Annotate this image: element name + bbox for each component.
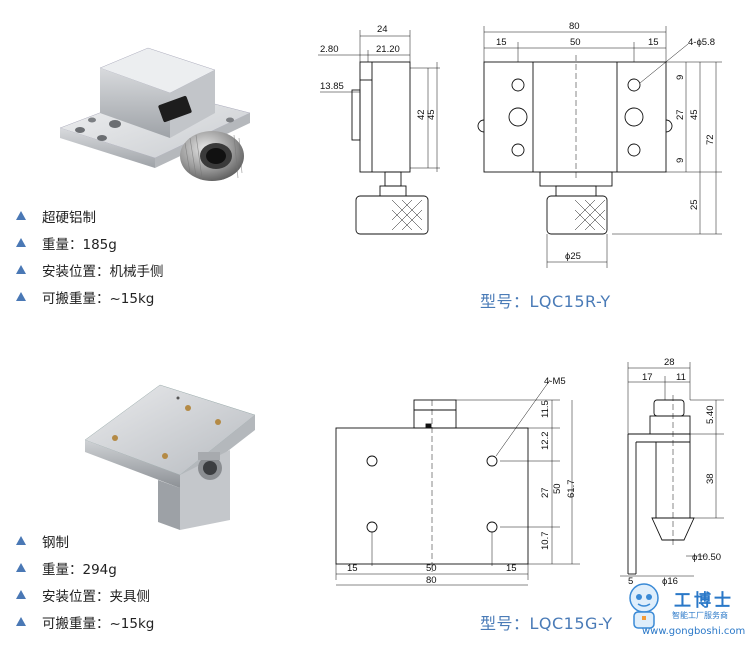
dim-5: 5 (628, 576, 633, 587)
dim-15b: 15 (506, 563, 517, 574)
hole-callout-m5: 4-M5 (544, 376, 566, 387)
spec-item: 安装位置：机械手侧 (16, 256, 164, 283)
dim-80: 80 (426, 575, 437, 586)
watermark-tagline: 智能工厂服务商 (672, 611, 728, 620)
dim-45f: 45 (689, 109, 700, 120)
steel-changer-illustration (84, 384, 256, 530)
spec-label: 安装位置：机械手侧 (42, 263, 164, 280)
dim-11: 11 (676, 372, 686, 383)
dim-617: 61.7 (566, 480, 577, 499)
spec-item: 安装位置：夹具侧 (16, 581, 154, 608)
watermark-url: www.gongboshi.com (642, 626, 746, 637)
dim-280: 2.80 (320, 44, 339, 55)
watermark: 工博士 智能工厂服务商 www.gongboshi.com (620, 578, 755, 648)
dim-50v: 50 (552, 483, 563, 494)
triangle-bullet-icon (16, 210, 26, 220)
spec-list-lqc15r: 超硬铝制 重量：185g 安装位置：机械手侧 可搬重量：~15kg (16, 202, 164, 310)
dim-28: 28 (664, 357, 675, 368)
hole-callout: 4-ϕ5.8 (688, 37, 715, 48)
model-label-lqc15r: 型号：LQC15R-Y (480, 292, 611, 311)
dim-115: 11.5 (540, 400, 551, 418)
dim-24: 24 (377, 24, 388, 35)
spec-label: 安装位置：夹具侧 (42, 588, 150, 605)
dim-15b: 15 (648, 37, 659, 48)
spec-label: 可搬重量：~15kg (42, 615, 155, 632)
dim-9a: 9 (675, 75, 686, 80)
dim-540: 5.40 (705, 406, 716, 425)
dim-2120: 21.20 (376, 44, 400, 55)
dim-dia1050: ϕ10.50 (692, 552, 721, 563)
spec-label: 重量：294g (42, 561, 117, 578)
spec-label: 超硬铝制 (42, 209, 96, 226)
spec-item: 重量：185g (16, 229, 164, 256)
spec-label: 可搬重量：~15kg (42, 290, 155, 307)
spec-item: 可搬重量：~15kg (16, 608, 154, 635)
dim-9b: 9 (675, 158, 686, 163)
dim-1385: 13.85 (320, 81, 344, 92)
dim-17: 17 (642, 372, 653, 383)
drawing-lqc15r: 24 2.80 21.20 13.85 42 45 80 15 50 15 4-… (318, 21, 722, 268)
dim-122: 12.2 (540, 432, 551, 451)
product-photo-lqc15g (70, 370, 270, 540)
dim-25: 25 (689, 199, 700, 210)
product-photo-lqc15r (40, 28, 280, 198)
triangle-bullet-icon (16, 616, 26, 626)
robot-mascot-icon (629, 583, 659, 629)
triangle-bullet-icon (16, 535, 26, 545)
dim-107: 10.7 (540, 532, 551, 551)
dim-15a: 15 (347, 563, 358, 574)
dim-42: 42 (416, 109, 427, 120)
spec-label: 重量：185g (42, 236, 117, 253)
triangle-bullet-icon (16, 562, 26, 572)
drawing-lqc15g: 4-M5 11.5 12.2 27 50 61.7 10.7 15 50 15 … (335, 357, 724, 587)
dim-dia16: ϕ16 (662, 576, 678, 587)
spec-label: 钢制 (42, 534, 69, 551)
triangle-bullet-icon (16, 237, 26, 247)
dim-80: 80 (569, 21, 580, 32)
dim-50h: 50 (426, 563, 437, 574)
watermark-brand: 工博士 (674, 591, 734, 611)
triangle-bullet-icon (16, 291, 26, 301)
dim-45: 45 (426, 109, 437, 120)
dim-72: 72 (705, 134, 716, 145)
dim-27: 27 (540, 487, 551, 498)
spec-item: 可搬重量：~15kg (16, 283, 164, 310)
aluminium-changer-illustration (59, 47, 251, 181)
model-label-lqc15g: 型号：LQC15G-Y (480, 614, 613, 633)
triangle-bullet-icon (16, 589, 26, 599)
spec-item: 重量：294g (16, 554, 154, 581)
dim-15a: 15 (496, 37, 507, 48)
dim-50: 50 (570, 37, 581, 48)
dim-27: 27 (675, 109, 686, 120)
triangle-bullet-icon (16, 264, 26, 274)
spec-item: 钢制 (16, 527, 154, 554)
spec-list-lqc15g: 钢制 重量：294g 安装位置：夹具侧 可搬重量：~15kg (16, 527, 154, 635)
spec-item: 超硬铝制 (16, 202, 164, 229)
dim-dia25: ϕ25 (565, 251, 581, 262)
dim-38: 38 (705, 473, 716, 484)
